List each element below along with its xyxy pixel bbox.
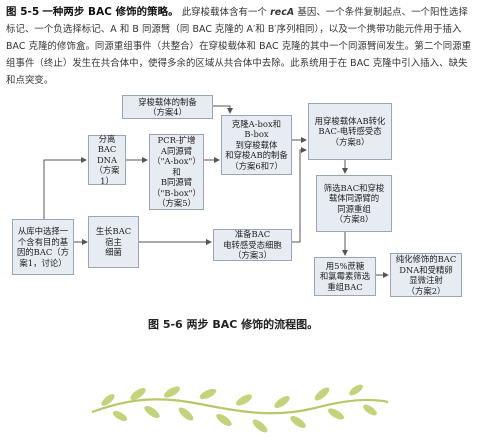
box-pcr-arms: PCR-扩增 A同源臂 （"A-box"）和 B同源臂 （"B-box"） （方… <box>149 134 204 210</box>
box-sucrose-selection-text: 用5%蔗糖 和氯霉素筛选 重组BAC <box>319 260 371 292</box>
arrow-shuttle-to-clone <box>213 105 233 114</box>
box-transform-text: 用穿梭载体AB转化 BAC-电转感受态 （方案8） <box>314 115 386 147</box>
box-purify-inject-text: 纯化修饰的BAC DNA和受精卵 显微注射 （方案2） <box>395 254 457 296</box>
caption-text-b: 基因、一个条件复制起点、一个阳性选择标记、一个负选择标记、A 和 B 同源臂（同… <box>6 7 472 86</box>
arrow-library-to-dna <box>43 157 87 219</box>
box-select-bac: 从库中选择一 个含有目的基 因的BAC（方 案1，讨论） <box>12 219 74 275</box>
caption-label: 图 5-5 <box>6 6 40 18</box>
figure-5-5-caption: 图 5-5 一种两步 BAC 修饰的策略。 此穿梭载体含有一个 recA 基因、… <box>6 4 472 89</box>
box-grow-host: 生长BAC 宿主 细菌 <box>88 216 139 268</box>
box-screen-recombination: 筛选BAC和穿梭 载体同源臂的 同源重组 （方案8） <box>316 175 392 232</box>
vine-decoration-icon <box>91 384 389 433</box>
box-isolate-dna-text: 分离 BAC DNA （方案1） <box>94 133 120 186</box>
box-clone-ab-text: 克隆A-box和 B-box 到穿梭载体 和穿梭AB的制备 （方案6和7） <box>225 118 288 171</box>
box-pcr-arms-text: PCR-扩增 A同源臂 （"A-box"）和 B同源臂 （"B-box"） （方… <box>152 135 201 209</box>
box-shuttle-prep: 穿梭载体的制备 （方案4） <box>122 95 213 119</box>
box-clone-ab: 克隆A-box和 B-box 到穿梭载体 和穿梭AB的制备 （方案6和7） <box>221 115 292 175</box>
arrow-competent-to-transform <box>292 147 307 243</box>
box-competent-cells: 准备BAC 电转感受态细胞 （方案3） <box>213 229 292 261</box>
box-isolate-dna: 分离 BAC DNA （方案1） <box>88 133 126 186</box>
box-purify-inject: 纯化修饰的BAC DNA和受精卵 显微注射 （方案2） <box>390 253 462 297</box>
caption-text-a: 此穿梭载体含有一个 <box>181 7 267 18</box>
box-screen-recombination-text: 筛选BAC和穿梭 载体同源臂的 同源重组 （方案8） <box>323 182 385 225</box>
box-shuttle-prep-text: 穿梭载体的制备 （方案4） <box>138 96 197 118</box>
box-sucrose-selection: 用5%蔗糖 和氯霉素筛选 重组BAC <box>314 257 376 296</box>
box-competent-cells-text: 准备BAC 电转感受态细胞 （方案3） <box>223 229 282 261</box>
box-grow-host-text: 生长BAC 宿主 细菌 <box>95 226 132 258</box>
caption-gene: recA <box>270 7 295 18</box>
box-select-bac-text: 从库中选择一 个含有目的基 因的BAC（方 案1，讨论） <box>16 226 70 268</box>
figure-5-6-caption: 图 5-6 两步 BAC 修饰的流程图。 <box>148 318 319 331</box>
box-transform: 用穿梭载体AB转化 BAC-电转感受态 （方案8） <box>308 103 392 160</box>
caption-title: 一种两步 BAC 修饰的策略。 <box>42 6 179 18</box>
